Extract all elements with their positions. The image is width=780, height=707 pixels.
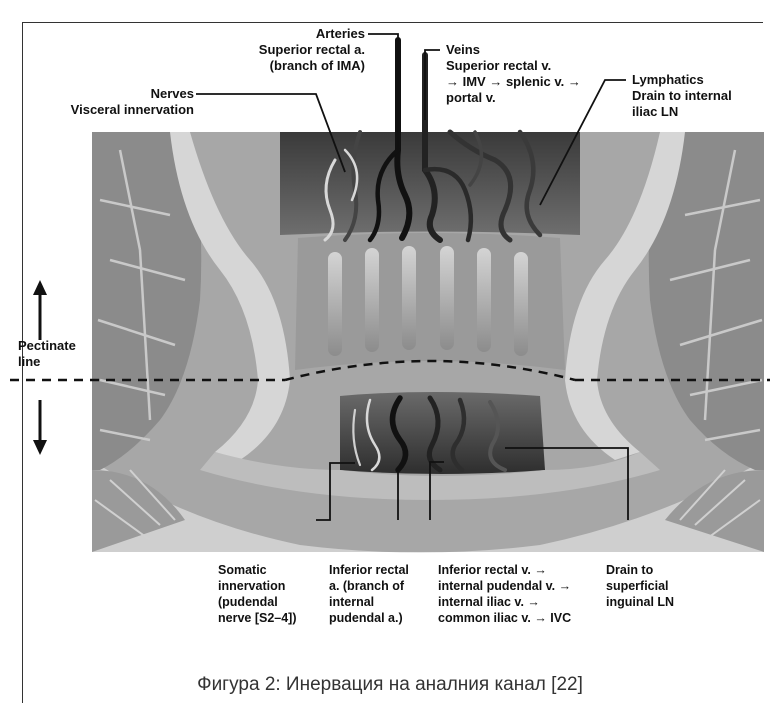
somatic-line4: nerve [S2–4]) xyxy=(218,610,318,626)
lymphatics-title: Lymphatics xyxy=(632,72,774,88)
label-somatic: Somatic innervation (pudendal nerve [S2–… xyxy=(218,562,318,626)
down-arrow-icon xyxy=(33,400,47,455)
veins-title: Veins xyxy=(446,42,616,58)
veins-line3: portal v. xyxy=(446,90,616,106)
nerves-line1: Visceral innervation xyxy=(56,102,194,118)
lymphatics-line1: Drain to internal xyxy=(632,88,774,104)
veins-line1: Superior rectal v. xyxy=(446,58,616,74)
label-arteries: Arteries Superior rectal a. (branch of I… xyxy=(220,26,365,74)
inferior-artery-line1: Inferior rectal xyxy=(329,562,434,578)
somatic-line3: (pudendal xyxy=(218,594,318,610)
somatic-line1: Somatic xyxy=(218,562,318,578)
arteries-line1: Superior rectal a. xyxy=(220,42,365,58)
label-inferior-vein: Inferior rectal v. → internal pudendal v… xyxy=(438,562,608,626)
inferior-vein-line1: Inferior rectal v. → xyxy=(438,562,608,578)
label-inferior-artery: Inferior rectal a. (branch of internal p… xyxy=(329,562,434,626)
label-veins: Veins Superior rectal v. → IMV → splenic… xyxy=(446,42,616,106)
label-lymphatics: Lymphatics Drain to internal iliac LN xyxy=(632,72,774,120)
arteries-title: Arteries xyxy=(220,26,365,42)
lymphatics-line2: iliac LN xyxy=(632,104,774,120)
label-pectinate: Pectinate line xyxy=(18,338,98,370)
inferior-vein-line4: common iliac v. → IVC xyxy=(438,610,608,626)
inferior-artery-line4: pudendal a.) xyxy=(329,610,434,626)
drain-line3: inguinal LN xyxy=(606,594,706,610)
nerves-title: Nerves xyxy=(56,86,194,102)
inferior-vein-line2: internal pudendal v. → xyxy=(438,578,608,594)
drain-line1: Drain to xyxy=(606,562,706,578)
inferior-artery-line3: internal xyxy=(329,594,434,610)
arteries-line2: (branch of IMA) xyxy=(220,58,365,74)
drain-line2: superficial xyxy=(606,578,706,594)
inferior-artery-line2: a. (branch of xyxy=(329,578,434,594)
pectinate-line2: line xyxy=(18,354,98,370)
label-drain: Drain to superficial inguinal LN xyxy=(606,562,706,610)
label-nerves: Nerves Visceral innervation xyxy=(56,86,194,118)
veins-line2: → IMV → splenic v. → xyxy=(446,74,616,90)
pectinate-line1: Pectinate xyxy=(18,338,98,354)
figure-caption: Фигура 2: Инервация на аналния канал [22… xyxy=(0,674,780,696)
inferior-vein-line3: internal iliac v. → xyxy=(438,594,608,610)
somatic-line2: innervation xyxy=(218,578,318,594)
up-arrow-icon xyxy=(33,280,47,340)
